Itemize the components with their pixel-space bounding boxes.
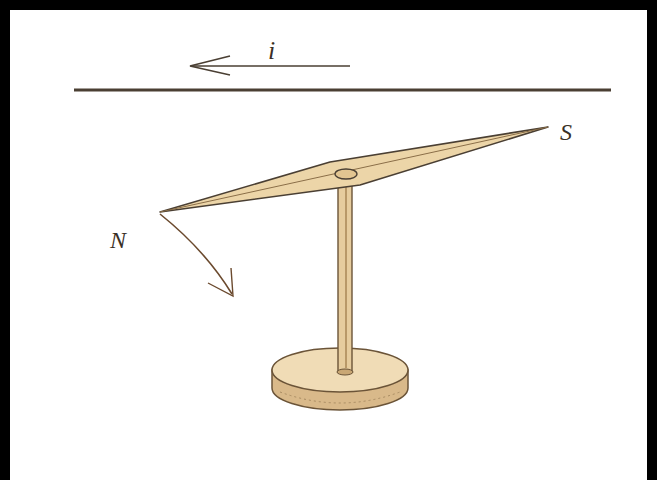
deflection-arrow	[160, 214, 233, 296]
current-wire	[74, 89, 611, 92]
north-pole-label: N	[110, 228, 126, 252]
south-pole-label: S	[560, 120, 572, 144]
current-label: i	[268, 38, 275, 64]
compass-needle	[160, 127, 548, 212]
stand-rod	[337, 176, 353, 375]
